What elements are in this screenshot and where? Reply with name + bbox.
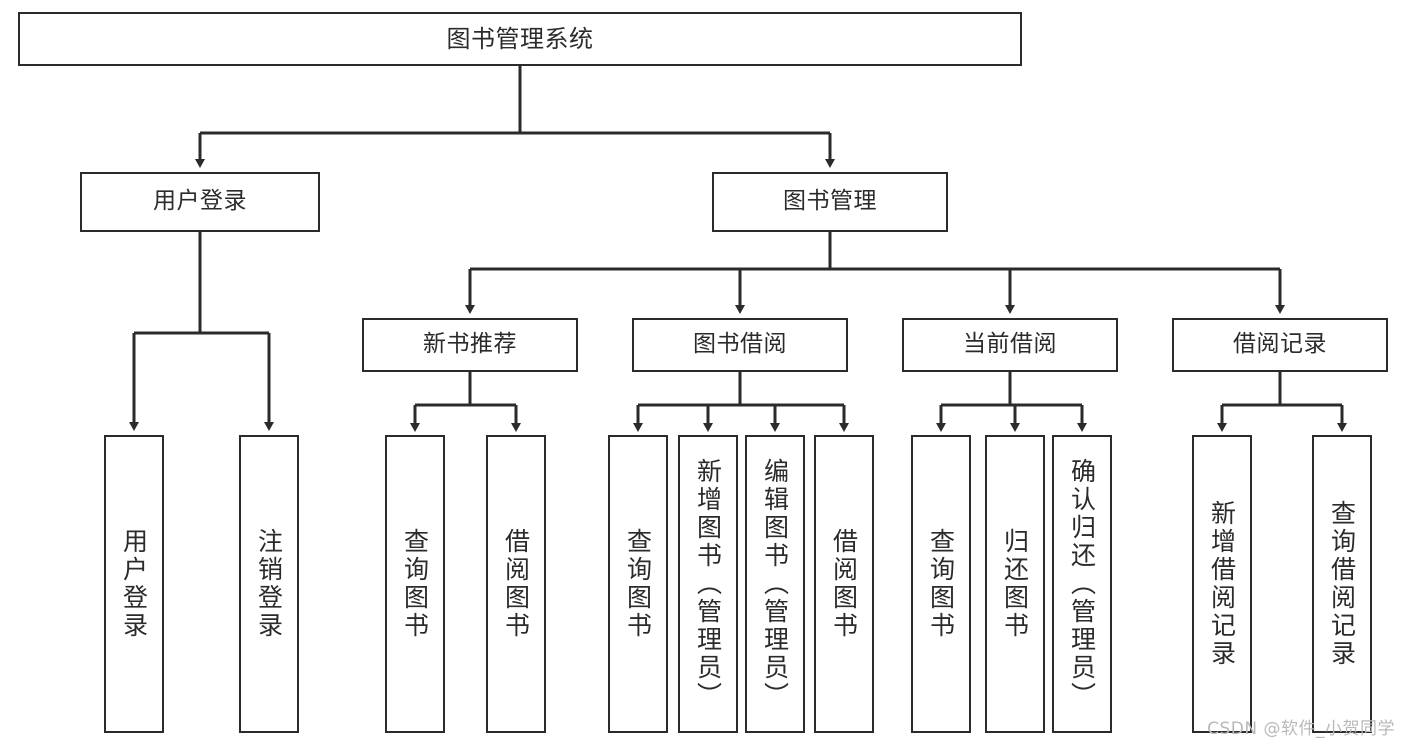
leaf-leaf-borrow-book[interactable]: 借阅图书 [814, 435, 874, 733]
leaf-leaf-query-book-borrow-label: 查询图书 [623, 528, 653, 640]
leaf-leaf-add-record-label: 新增借阅记录 [1207, 500, 1237, 668]
leaf-leaf-logout-login[interactable]: 注销登录 [239, 435, 299, 733]
node-user-login[interactable]: 用户登录 [80, 172, 320, 232]
node-root-system[interactable]: 图书管理系统 [18, 12, 1022, 66]
node-new-book-recommend-label: 新书推荐 [423, 331, 517, 358]
node-root-label: 图书管理系统 [446, 24, 594, 53]
leaf-leaf-edit-book[interactable]: 编辑图书（管理员） [745, 435, 805, 733]
leaf-leaf-confirm-return-label: 确认归还（管理员） [1067, 458, 1097, 710]
leaf-leaf-edit-book-label: 编辑图书（管理员） [760, 458, 790, 710]
node-new-book-recommend[interactable]: 新书推荐 [362, 318, 578, 372]
leaf-leaf-borrow-book-rec-label: 借阅图书 [501, 528, 531, 640]
leaf-leaf-add-record[interactable]: 新增借阅记录 [1192, 435, 1252, 733]
leaf-leaf-borrow-book-rec[interactable]: 借阅图书 [486, 435, 546, 733]
node-book-borrow-label: 图书借阅 [693, 331, 787, 358]
leaf-leaf-query-book-rec[interactable]: 查询图书 [385, 435, 445, 733]
watermark: CSDN @软件_小贺同学 [1207, 719, 1395, 739]
node-borrow-record[interactable]: 借阅记录 [1172, 318, 1388, 372]
leaf-leaf-add-book-label: 新增图书（管理员） [693, 458, 723, 710]
leaf-leaf-return-book[interactable]: 归还图书 [985, 435, 1045, 733]
leaf-leaf-borrow-book-label: 借阅图书 [829, 528, 859, 640]
leaf-leaf-query-book-rec-label: 查询图书 [400, 528, 430, 640]
leaf-leaf-query-book-borrow[interactable]: 查询图书 [608, 435, 668, 733]
leaf-leaf-query-record-label: 查询借阅记录 [1327, 500, 1357, 668]
node-book-manage-label: 图书管理 [783, 188, 877, 215]
node-book-manage[interactable]: 图书管理 [712, 172, 948, 232]
leaf-leaf-logout-login-label: 注销登录 [254, 528, 284, 640]
leaf-leaf-query-book-cur-label: 查询图书 [926, 528, 956, 640]
node-current-borrow[interactable]: 当前借阅 [902, 318, 1118, 372]
leaf-leaf-add-book[interactable]: 新增图书（管理员） [678, 435, 738, 733]
leaf-leaf-user-login-label: 用户登录 [119, 528, 149, 640]
node-current-borrow-label: 当前借阅 [963, 331, 1057, 358]
leaf-leaf-confirm-return[interactable]: 确认归还（管理员） [1052, 435, 1112, 733]
leaf-leaf-return-book-label: 归还图书 [1000, 528, 1030, 640]
leaf-leaf-user-login[interactable]: 用户登录 [104, 435, 164, 733]
node-user-login-label: 用户登录 [153, 188, 247, 215]
node-borrow-record-label: 借阅记录 [1233, 331, 1327, 358]
leaf-leaf-query-book-cur[interactable]: 查询图书 [911, 435, 971, 733]
leaf-leaf-query-record[interactable]: 查询借阅记录 [1312, 435, 1372, 733]
node-book-borrow[interactable]: 图书借阅 [632, 318, 848, 372]
